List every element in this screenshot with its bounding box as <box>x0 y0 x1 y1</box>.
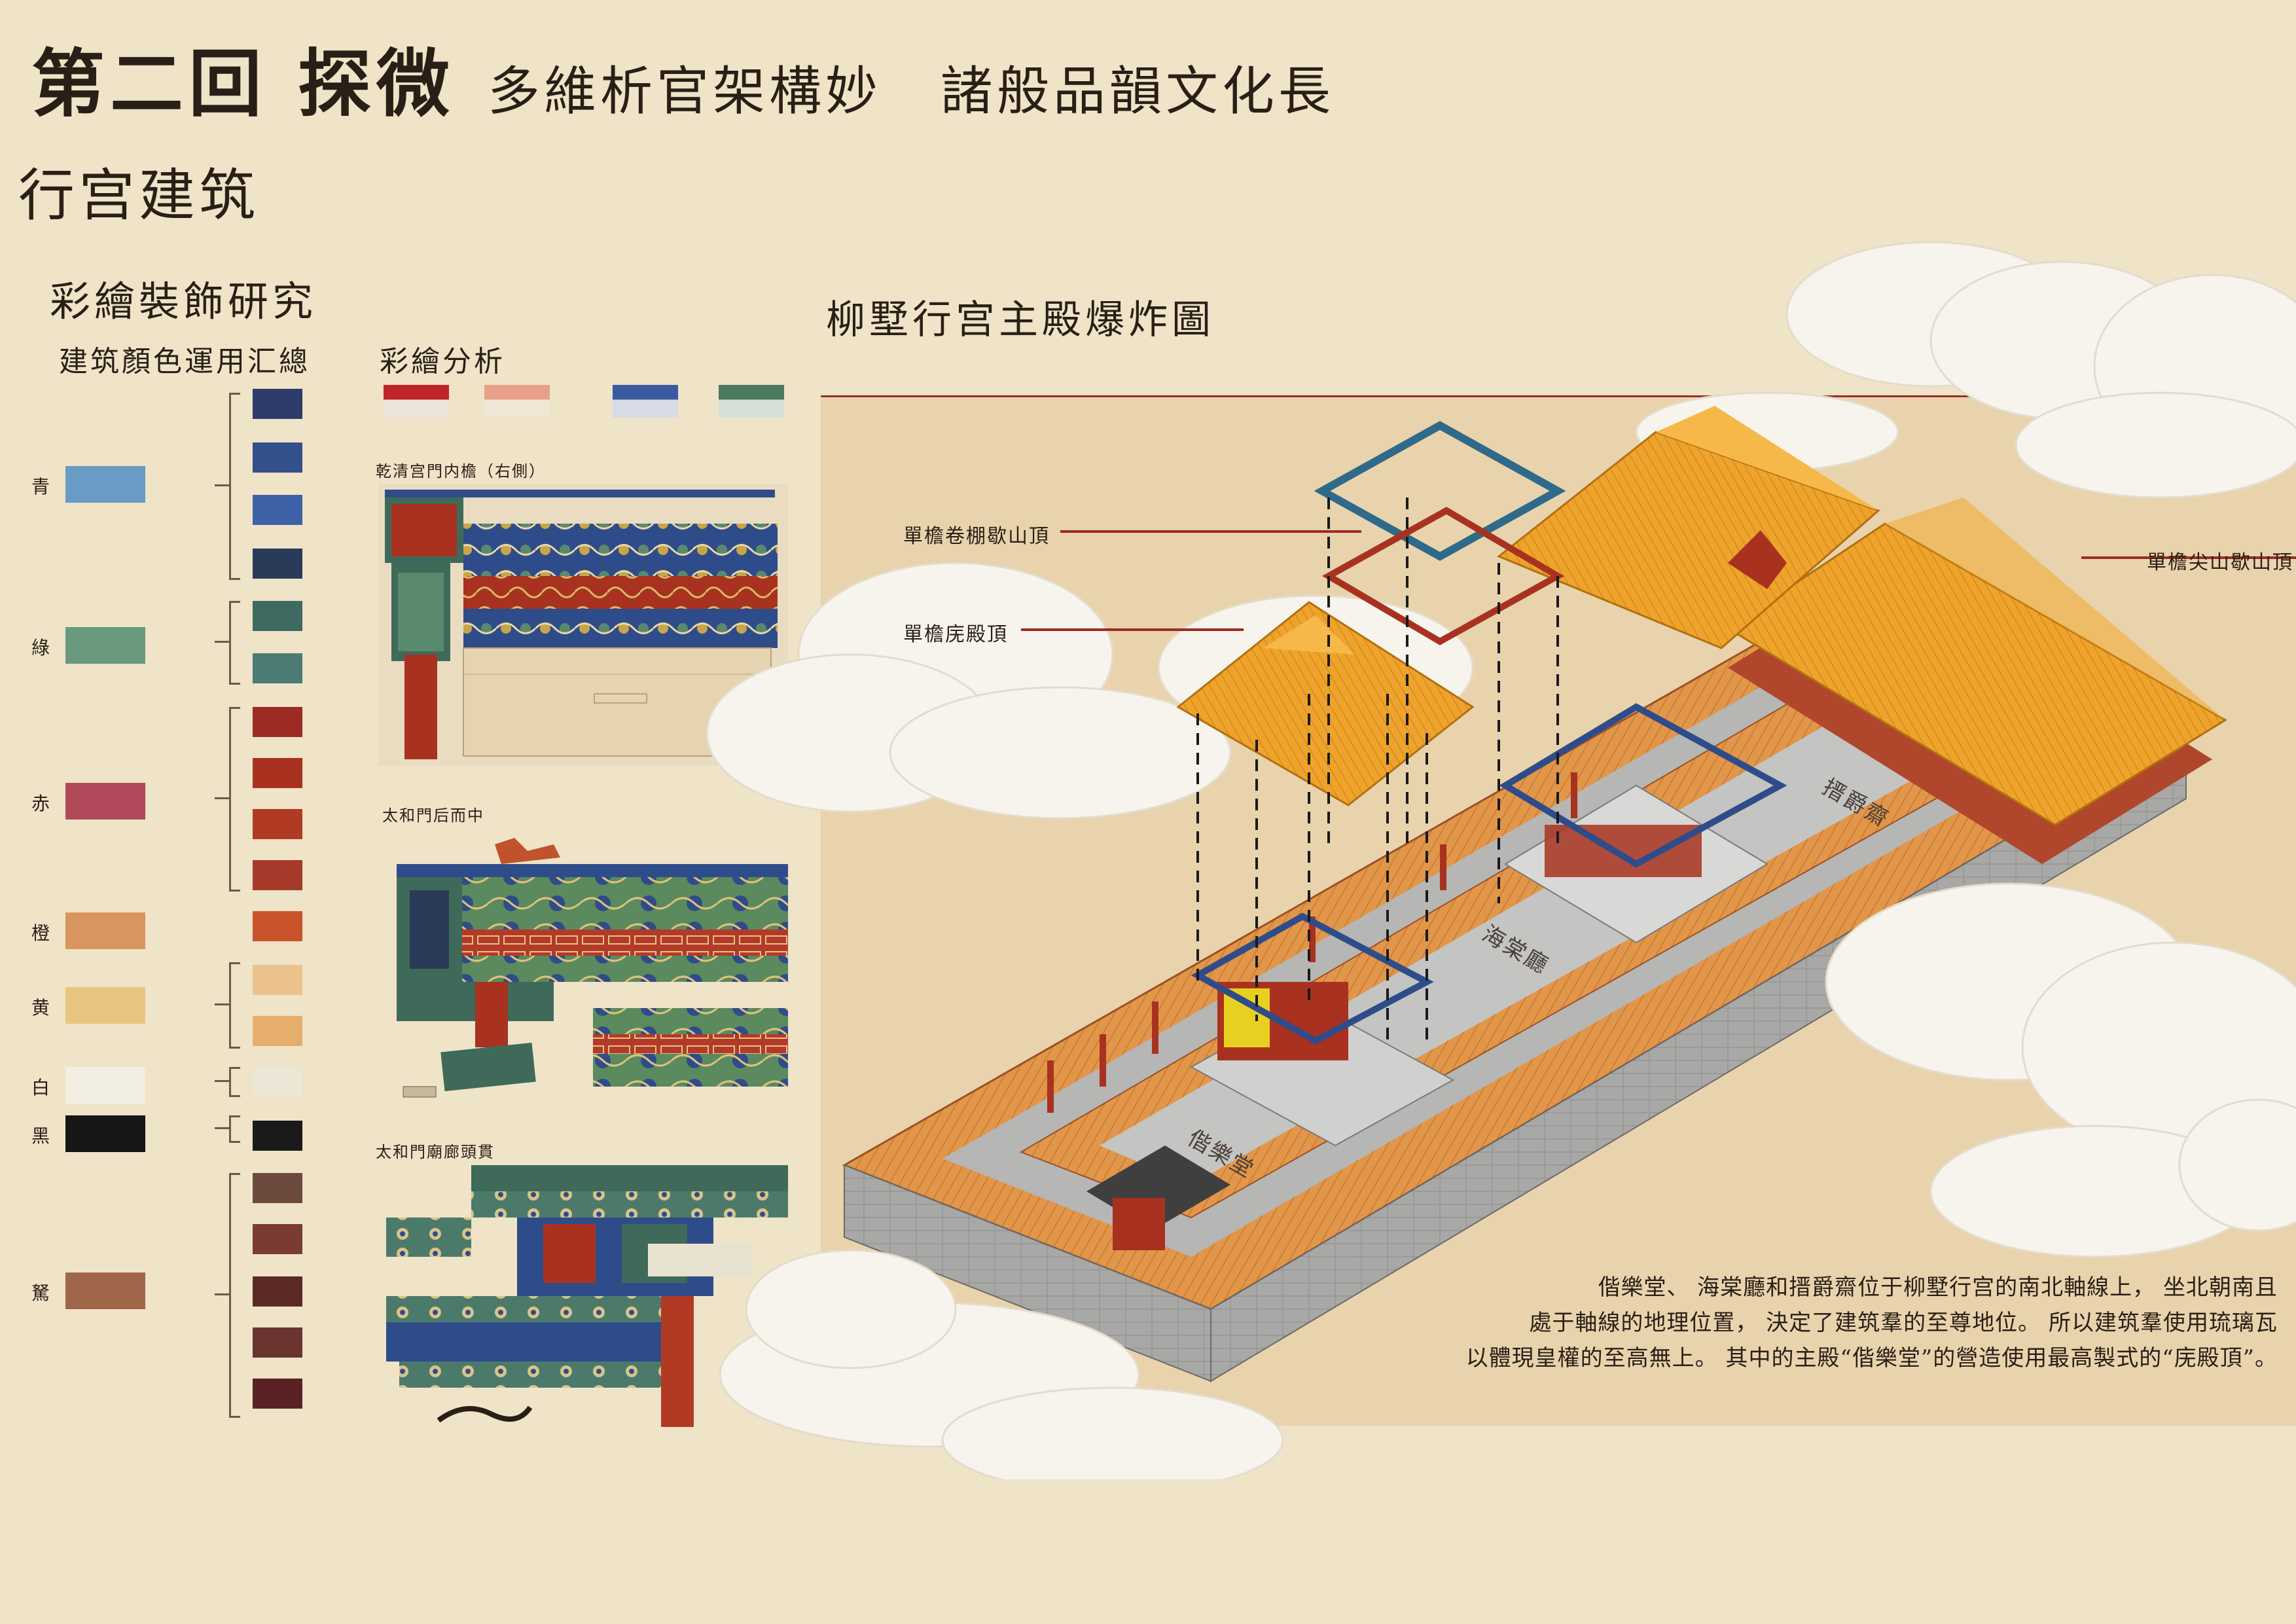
detail-swatch <box>253 758 302 788</box>
detail-swatch <box>253 1276 302 1307</box>
bracket-tick <box>215 797 229 799</box>
detail-swatch <box>253 442 302 473</box>
detail-swatch <box>253 1067 302 1097</box>
detail-swatch <box>253 601 302 631</box>
bracket <box>229 601 240 685</box>
detail-swatch <box>253 495 302 525</box>
painting-heading: 彩繪分析 <box>380 345 505 378</box>
color-swatch <box>65 783 145 820</box>
detail-swatch <box>253 809 302 839</box>
detail-swatch <box>253 707 302 737</box>
explosion-heading: 柳墅行宫主殿爆炸圖 <box>826 297 1215 343</box>
roof-label-left-mid: 單檐庑殿頂 <box>903 623 1008 646</box>
description-line-3: 以體現皇權的至高無上。 其中的主殿“偕樂堂”的營造使用最高製式的“庑殿頂”。 <box>1465 1345 2278 1371</box>
painting-panel-3 <box>386 1165 788 1427</box>
color-swatch <box>65 1272 145 1309</box>
panel-title-2: 太和門后而中 <box>382 806 484 825</box>
bracket-tick <box>215 1293 229 1295</box>
color-label: 白 <box>31 1077 50 1098</box>
leader-lines <box>1021 530 2296 631</box>
painting-swatch <box>613 385 678 418</box>
bracket <box>229 393 240 580</box>
detail-swatch <box>253 389 302 419</box>
detail-swatch <box>253 1379 302 1409</box>
detail-swatch <box>253 965 302 995</box>
decoration-heading: 彩繪裝飾研究 <box>50 278 317 325</box>
bracket-tick <box>215 641 229 643</box>
subtitle-2: 諸般品韻文化長 <box>941 61 1335 122</box>
panel-title-3: 太和門廟廊頭貫 <box>376 1143 495 1161</box>
color-label: 橙 <box>31 922 50 944</box>
detail-swatch <box>253 653 302 683</box>
colors-heading: 建筑顏色運用汇總 <box>59 345 310 378</box>
page-title: 第二回 探微多維析官架構妙諸般品韻文化長 <box>31 25 1335 131</box>
bracket <box>229 962 240 1049</box>
clouds-front <box>719 882 2296 1479</box>
color-label: 赤 <box>31 793 50 814</box>
detail-swatch <box>253 549 302 579</box>
clouds-back <box>706 241 2296 820</box>
bracket-tick <box>215 1127 229 1129</box>
color-swatch <box>65 912 145 949</box>
color-label: 青 <box>31 476 50 497</box>
bracket-tick <box>215 1080 229 1082</box>
color-label: 黑 <box>31 1125 50 1147</box>
painting-swatch <box>719 385 784 418</box>
painting-panel-2 <box>397 838 788 1098</box>
roof-label-left-top: 單檐卷棚歇山頂 <box>903 525 1050 548</box>
bracket-tick <box>215 484 229 486</box>
description-line-1: 偕樂堂、 海棠廳和搢爵齋位于柳墅行宫的南北軸線上， 坐北朝南且 <box>1598 1274 2278 1301</box>
color-swatch <box>65 987 145 1024</box>
painting-panel-1 <box>378 484 788 766</box>
explosion-diagram <box>706 241 2296 1479</box>
panel-title-1: 乾清宫門内檐（右側） <box>376 462 546 480</box>
bracket-tick <box>215 1003 229 1005</box>
painting-swatch <box>484 385 550 418</box>
bracket <box>229 1115 240 1143</box>
detail-swatch <box>253 1121 302 1151</box>
painting-swatch <box>384 385 449 418</box>
explosion-guides <box>1196 497 1559 1047</box>
subtitle-1: 多維析官架構妙 <box>488 61 882 122</box>
color-swatch <box>65 627 145 664</box>
detail-swatch <box>253 860 302 890</box>
detail-swatch <box>253 911 302 941</box>
description-line-2: 處于軸線的地理位置， 決定了建筑羣的至尊地位。 所以建筑羣使用琉璃瓦 <box>1529 1310 2278 1336</box>
detail-swatch <box>253 1327 302 1358</box>
color-label: 綠 <box>31 637 50 659</box>
floating-roof-mid <box>1176 601 1475 806</box>
bracket <box>229 707 240 892</box>
section-title: 行宫建筑 <box>18 163 259 228</box>
color-label: 黄 <box>31 997 50 1019</box>
detail-swatch <box>253 1224 302 1254</box>
bracket <box>229 1173 240 1418</box>
roof-label-right: 單檐尖山歇山頂 <box>2147 551 2293 574</box>
bracket <box>229 1067 240 1097</box>
detail-swatch <box>253 1173 302 1203</box>
outer-wall-west <box>844 1164 1211 1382</box>
color-swatch <box>65 1067 145 1104</box>
description: 偕樂堂、 海棠廳和搢爵齋位于柳墅行宫的南北軸線上， 坐北朝南且 處于軸線的地理位… <box>1374 1270 2278 1376</box>
title-main: 第二回 探微 <box>31 41 455 127</box>
detail-swatch <box>253 1016 302 1046</box>
color-swatch <box>65 1115 145 1152</box>
heading-rule <box>821 395 2280 397</box>
color-swatch <box>65 466 145 503</box>
color-label: 駑 <box>31 1282 50 1304</box>
